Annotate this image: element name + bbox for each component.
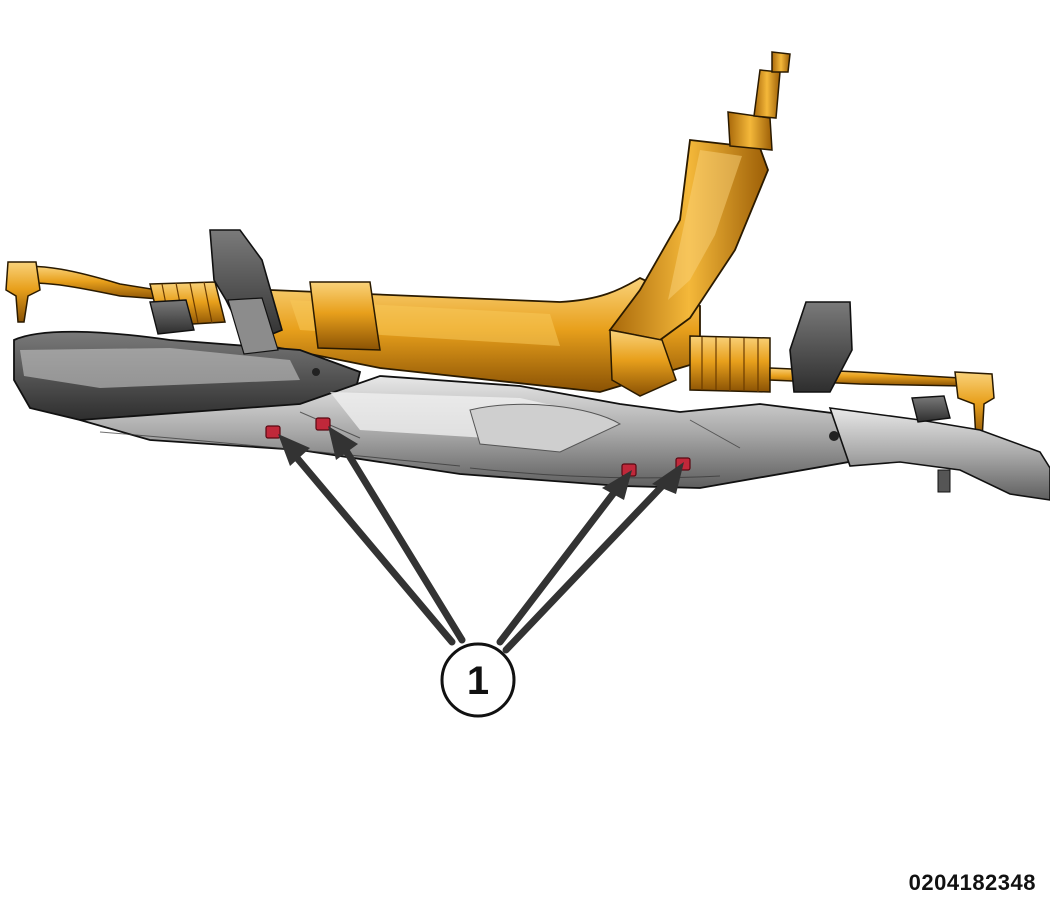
callout-arrowheads — [278, 426, 684, 500]
callout-arrow — [502, 478, 670, 654]
callout-label: 1 — [467, 659, 489, 703]
fastener-marker — [315, 417, 331, 431]
right-mount-tower — [789, 301, 853, 393]
callout-arrow — [496, 486, 620, 646]
fastener-marker — [265, 425, 281, 439]
left-bushing — [149, 299, 195, 335]
left-tie-rod-end — [5, 261, 41, 323]
callout-arrows — [288, 440, 670, 654]
callout-arrow — [338, 440, 466, 644]
input-shaft — [753, 69, 781, 119]
callout-circle — [440, 642, 516, 718]
right-frame-rail — [828, 407, 1050, 501]
right-bushing — [911, 395, 951, 423]
callout-arrow — [288, 448, 456, 646]
figure-number: 0204182348 — [908, 870, 1036, 895]
front-crossmember — [13, 229, 1050, 501]
